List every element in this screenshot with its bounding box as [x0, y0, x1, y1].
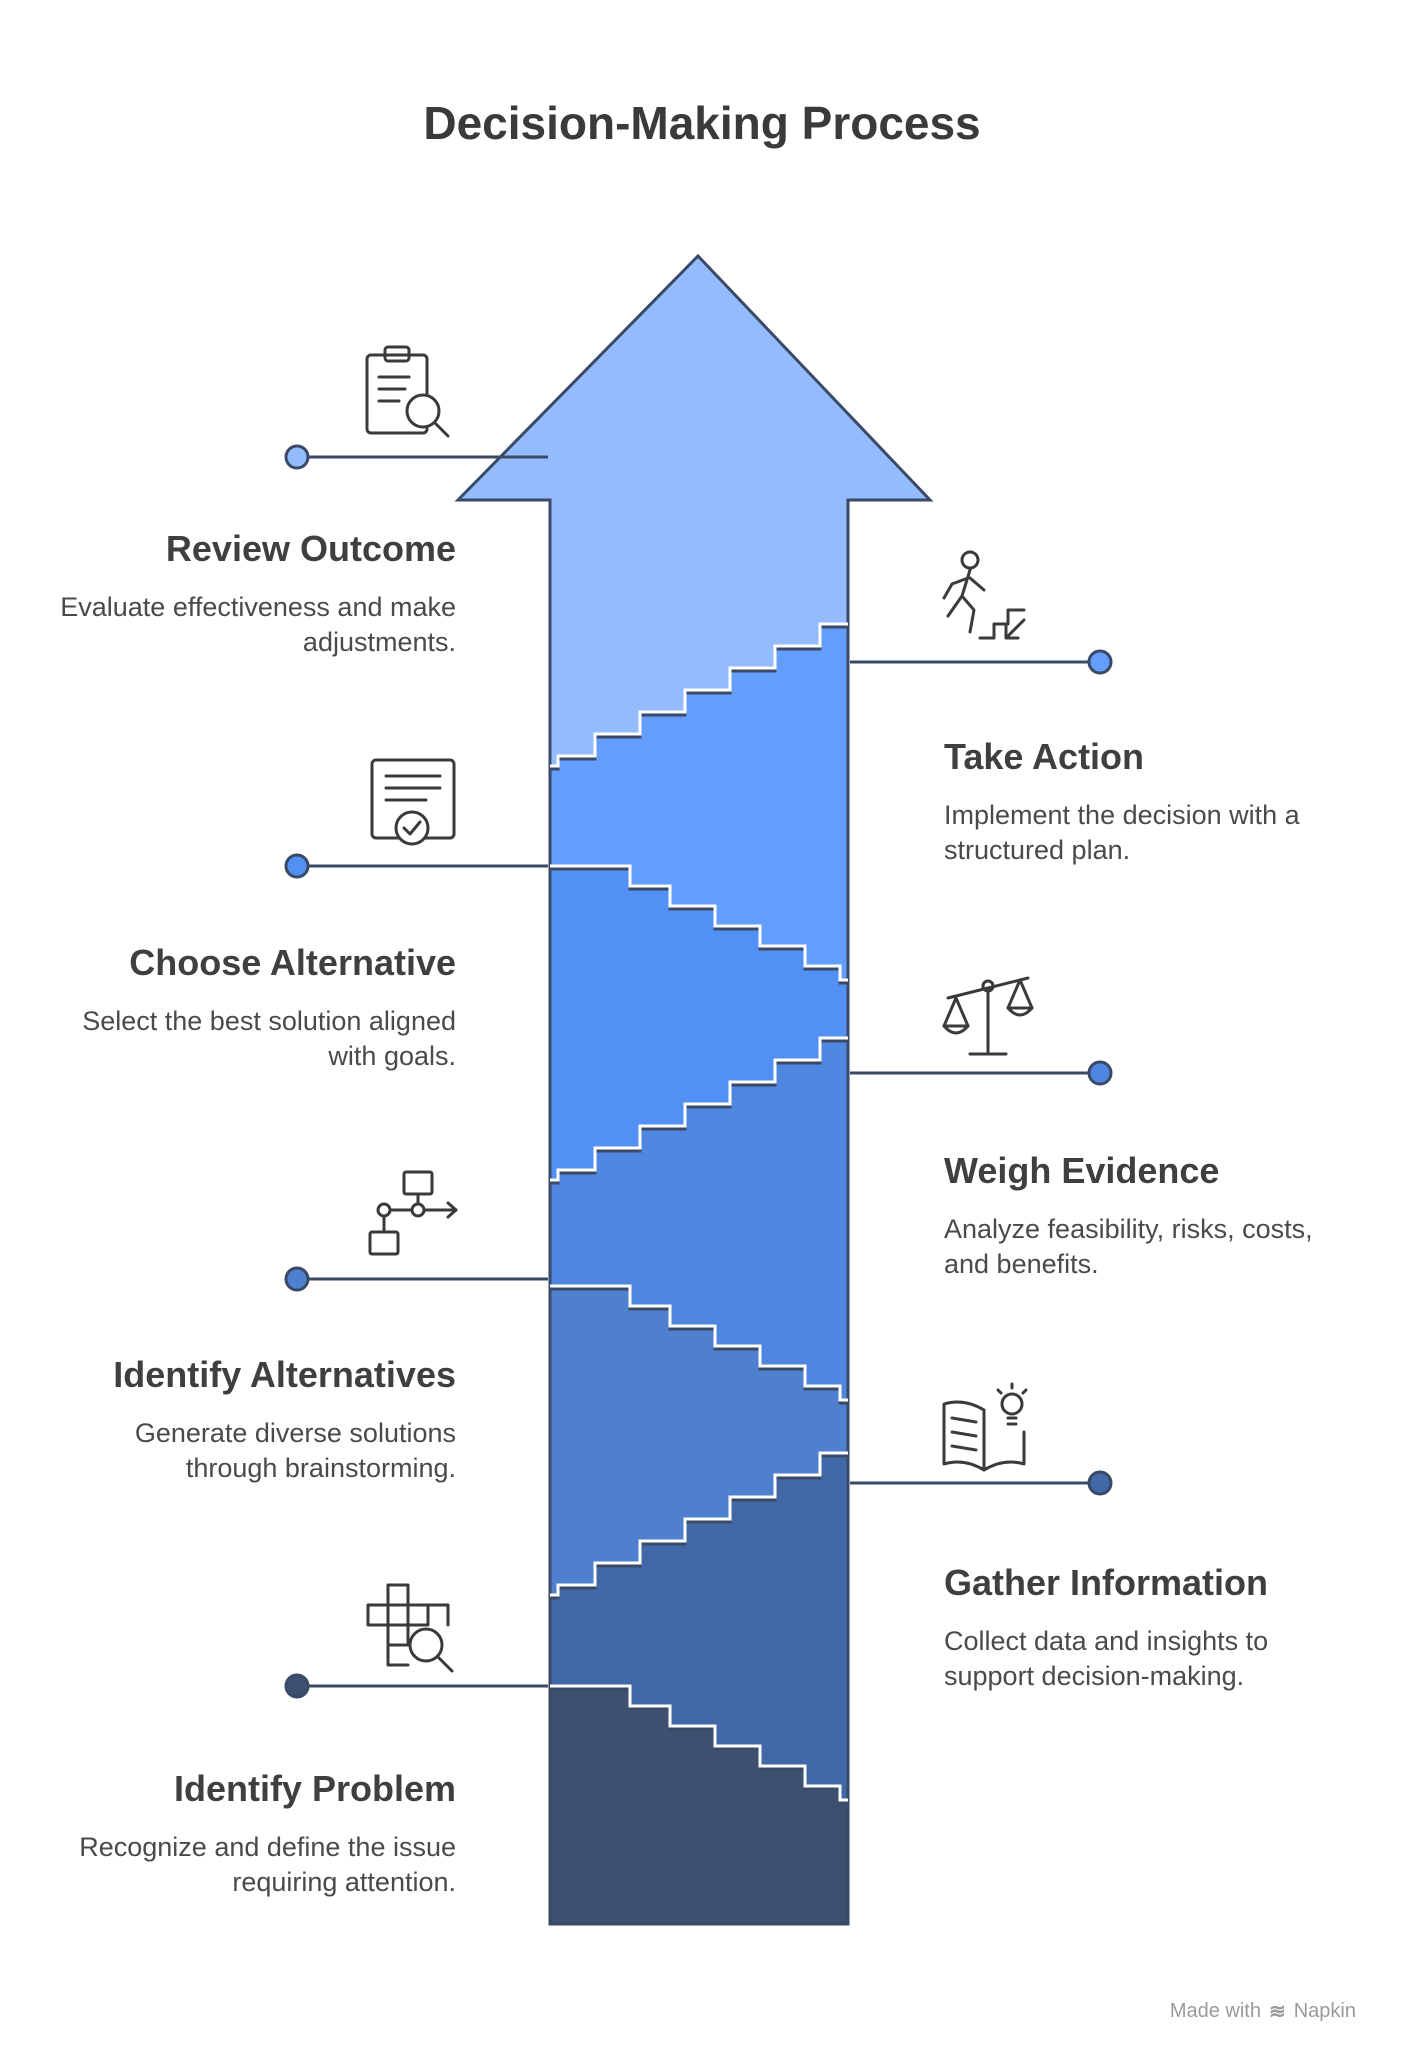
napkin-logo-icon: ≋ — [1268, 2001, 1286, 2023]
made-with-napkin[interactable]: Made with ≋ Napkin — [1170, 1999, 1356, 2024]
puzzle-search-icon — [366, 1583, 454, 1673]
band-gather-information — [550, 1453, 848, 1800]
arrow-outline — [454, 253, 934, 1926]
stair-edge-3 — [550, 1036, 848, 1182]
step-desc-take-action: Implement the decision with a structured… — [944, 800, 1300, 865]
book-idea-icon — [942, 1382, 1028, 1472]
connector-dot-6 — [284, 444, 310, 470]
stair-edge-1 — [550, 1451, 848, 1597]
step-desc-identify-problem: Recognize and define the issue requiring… — [79, 1832, 456, 1897]
balance-scale-icon — [942, 976, 1034, 1056]
band-take-action — [550, 624, 848, 980]
flowchart-icon — [368, 1170, 458, 1256]
connector-dot-0 — [284, 1673, 310, 1699]
step-title-choose-alternative: Choose Alternative — [129, 942, 456, 983]
stair-edge-5 — [550, 622, 848, 768]
step-title-identify-alternatives: Identify Alternatives — [113, 1354, 456, 1395]
stair-edge-0 — [550, 1684, 848, 1802]
footer-made-with: Made with — [1169, 2000, 1261, 2022]
connector-dot-1 — [1087, 1470, 1113, 1496]
step-desc-weigh-evidence: Analyze feasibility, risks, costs, and b… — [944, 1214, 1313, 1279]
connector-dot-2 — [284, 1266, 310, 1292]
stair-edge-2 — [550, 1284, 848, 1402]
connector-dot-4 — [284, 853, 310, 879]
band-weigh-evidence — [550, 1038, 848, 1400]
band-review-outcome — [458, 256, 930, 766]
band-identify-alternatives — [550, 1286, 848, 1595]
certificate-check-icon — [370, 758, 456, 846]
band-choose-alternative — [550, 866, 848, 1180]
step-desc-choose-alternative: Select the best solution aligned with go… — [82, 1006, 456, 1071]
step-title-gather-information: Gather Information — [944, 1562, 1269, 1603]
step-desc-identify-alternatives: Generate diverse solutions through brain… — [134, 1418, 456, 1483]
connector-dot-3 — [1087, 1060, 1113, 1086]
footer-brand: Napkin — [1293, 2000, 1356, 2022]
step-desc-gather-information: Collect data and insights to support dec… — [944, 1626, 1269, 1691]
stair-edge-4 — [550, 864, 848, 982]
step-title-take-action: Take Action — [944, 736, 1145, 777]
clipboard-search-icon — [365, 345, 450, 438]
step-desc-review-outcome: Evaluate effectiveness and make adjustme… — [60, 592, 456, 657]
band-identify-problem — [550, 1686, 848, 1924]
stair-shadow-0 — [550, 1687, 848, 1805]
step-title-review-outcome: Review Outcome — [165, 528, 456, 569]
stair-shadow-4 — [550, 867, 848, 985]
person-stairs-icon — [942, 550, 1026, 640]
step-title-identify-problem: Identify Problem — [173, 1768, 456, 1809]
page-title: Decision-Making Process — [423, 97, 981, 149]
step-title-weigh-evidence: Weigh Evidence — [944, 1150, 1220, 1191]
stair-shadow-2 — [550, 1287, 848, 1405]
connector-dot-5 — [1087, 649, 1113, 675]
